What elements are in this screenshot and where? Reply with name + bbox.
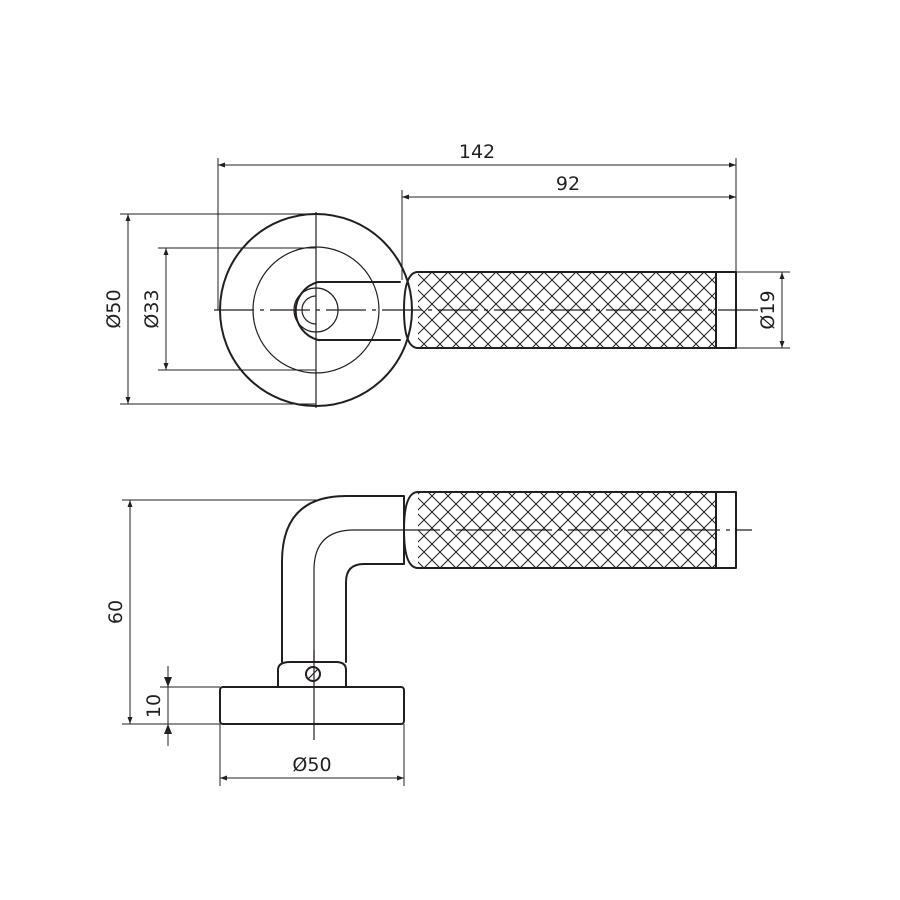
dim-label-diameter-33: Ø33 <box>141 289 163 328</box>
grub-screw-icon <box>305 666 321 682</box>
lever-arm-center-line <box>313 529 400 662</box>
dim-arrow-10-bottom <box>164 724 172 734</box>
rose-plate <box>219 686 405 725</box>
side-view: 60 10 Ø50 <box>105 491 752 786</box>
neck-outline <box>294 281 401 341</box>
dim-label-diameter-50-side: Ø50 <box>292 754 331 776</box>
lever-arm-outline-inner <box>345 563 401 663</box>
dim-label-10: 10 <box>143 694 165 718</box>
top-view: 142 92 Ø50 Ø33 Ø19 <box>103 141 790 408</box>
dim-label-diameter-19: Ø19 <box>757 290 779 329</box>
dim-label-60: 60 <box>105 600 127 624</box>
dim-arrow-10-top <box>164 677 172 687</box>
collar <box>277 661 347 688</box>
dim-label-92: 92 <box>556 173 580 195</box>
lever-arm-outline-outer <box>281 495 401 663</box>
dim-label-diameter-50: Ø50 <box>103 289 125 328</box>
grub-screw-slot <box>307 668 319 680</box>
dim-label-142: 142 <box>459 141 495 163</box>
